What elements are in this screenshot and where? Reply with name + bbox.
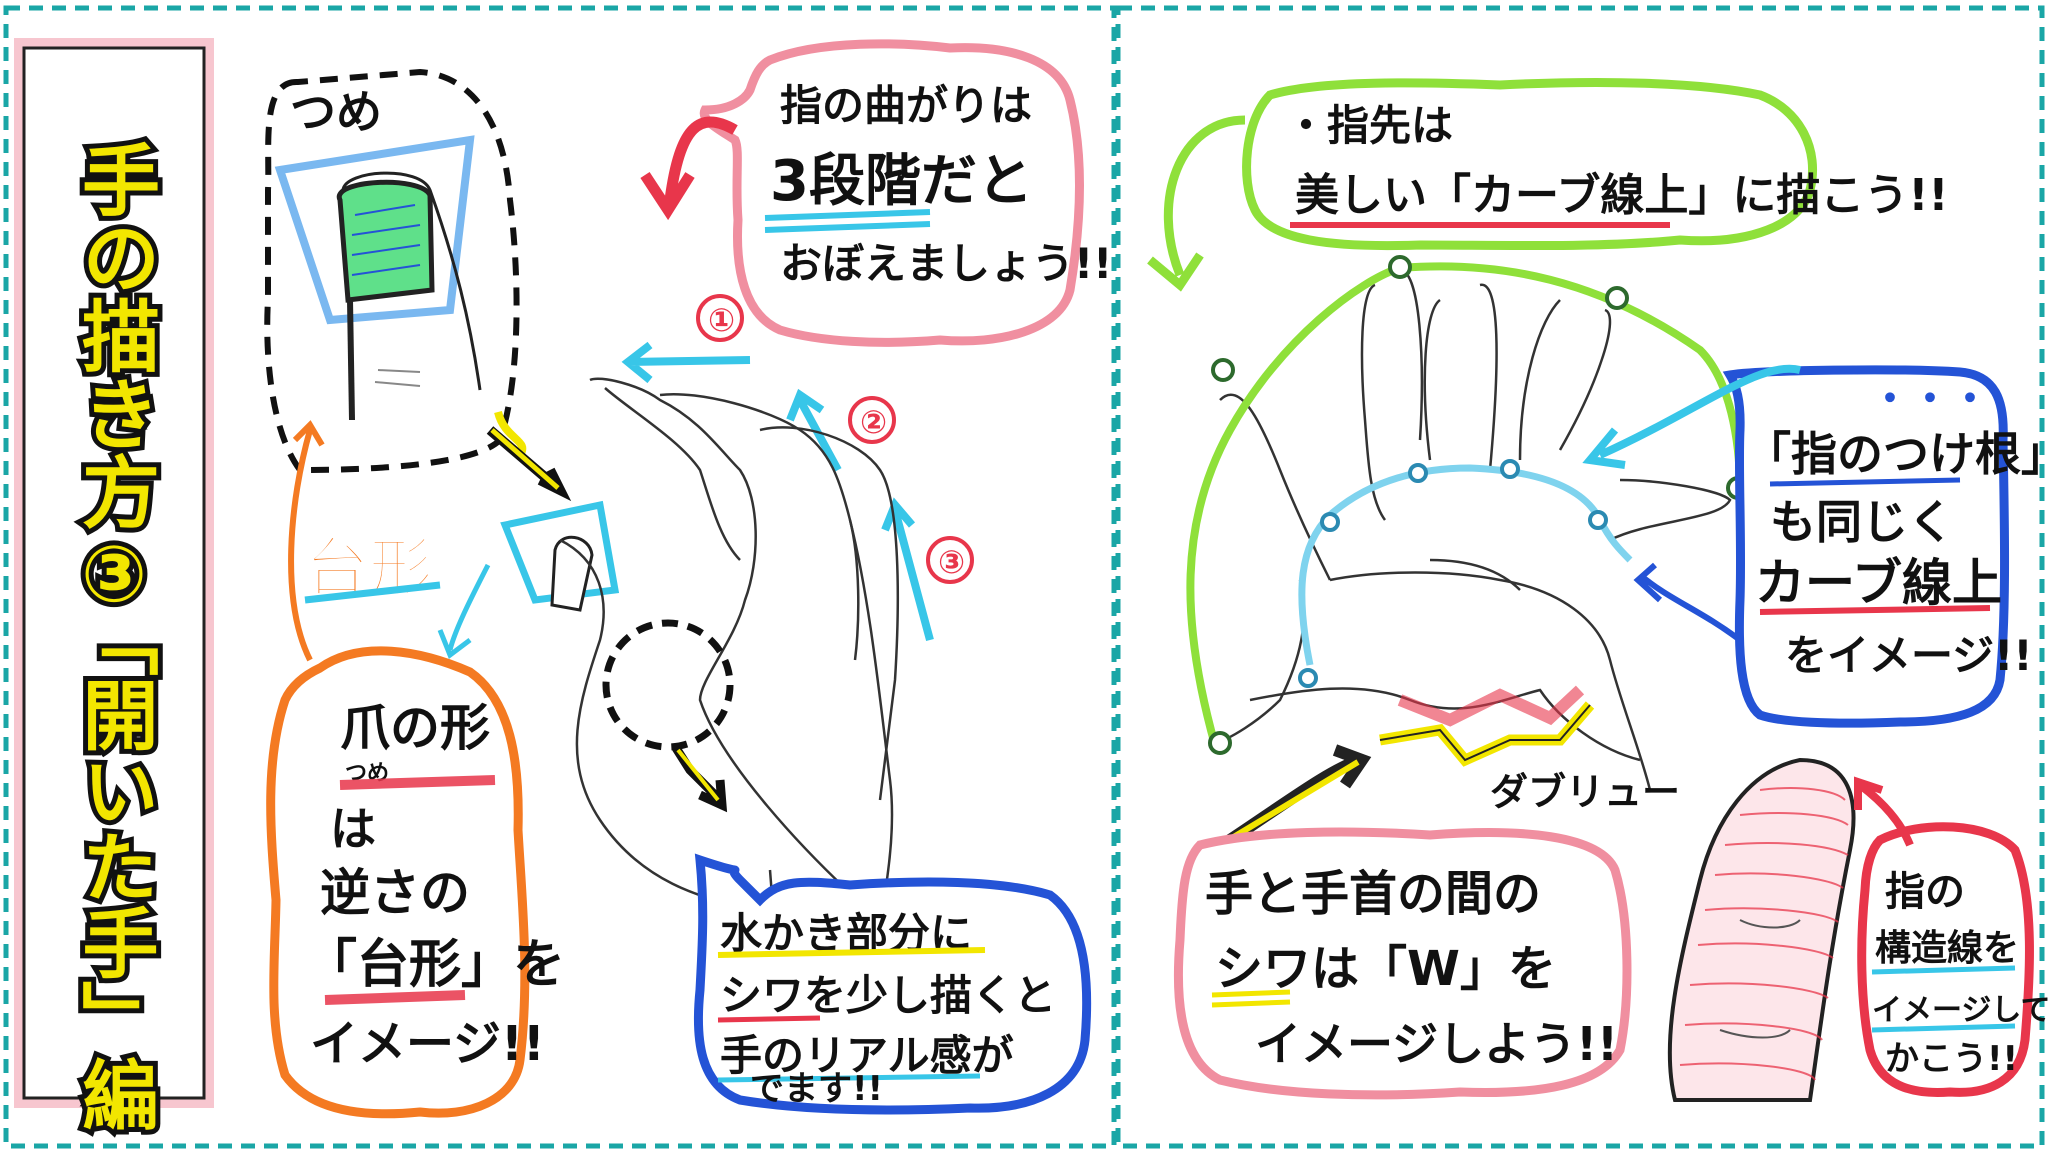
base-line3: カーブ線上 — [1755, 554, 2002, 612]
w-crease: ダブリュー — [1226, 701, 1680, 845]
step-2: ② — [860, 403, 887, 441]
fingertip-line2: 美しい「カーブ線上」に描こう!! — [1295, 170, 1949, 221]
base-note: ・・・ 「指のつけ根」 も同じく カーブ線上 をイメージ!! — [1722, 365, 2048, 728]
fingertip-note: ・指先は 美しい「カーブ線上」に描こう!! — [1242, 77, 1949, 251]
base-line4: をイメージ!! — [1785, 631, 2032, 680]
nail-shape-line3: 逆さの — [320, 864, 470, 922]
structure-line1: 指の — [1885, 869, 1965, 915]
web-line4: でます!! — [750, 1069, 883, 1109]
small-nail-diagram — [486, 410, 620, 612]
bend-line2: 3段階だと — [770, 149, 1033, 214]
nail-shape-note: 爪の形 つめ は 逆さの 「台形」を イメージ!! — [266, 646, 565, 1119]
structure-line3: イメージして — [1872, 993, 2048, 1028]
bend-steps: ① ② ③ — [621, 294, 974, 642]
finger-structure-sketch — [1667, 757, 1856, 1102]
wrist-line1: 手と手首の間の — [1205, 866, 1541, 922]
title-box: 手の描き方③ 「開いた手」編 — [14, 38, 214, 1137]
wrist-line2: シワは「W」を — [1215, 941, 1556, 997]
web-line2: シワを少し描くと — [720, 971, 1056, 1020]
nail-label: つめ — [290, 85, 382, 139]
wrist-line3: イメージしよう!! — [1255, 1017, 1618, 1071]
wrist-note: 手と手首の間の シワは「W」を イメージしよう!! — [1173, 827, 1632, 1100]
base-line2: も同じく — [1770, 495, 1954, 549]
red-arrow-to-structure — [1854, 776, 1914, 847]
nail-shape-line2: は — [330, 802, 376, 856]
structure-line2: 構造線を — [1875, 928, 2019, 969]
web-line3: 手のリアル感が — [720, 1031, 1014, 1080]
side-hand-sketch — [559, 377, 900, 1001]
bend-line3: おぼえましょう!! — [780, 239, 1112, 288]
nail-shape-line4: 「台形」を — [305, 935, 565, 995]
bend-line1: 指の曲がりは — [780, 81, 1032, 130]
base-line1: 「指のつけ根」 — [1745, 427, 2048, 481]
structure-line4: かこう!! — [1885, 1039, 2018, 1079]
fingertip-line1: ・指先は — [1285, 101, 1453, 150]
cyan-arrow-to-base — [1582, 364, 1801, 469]
title-sub: 「開いた手」編 — [70, 600, 159, 1132]
web-note: 水かき部分に シワを少し描くと 手のリアル感が でます!! — [693, 853, 1092, 1115]
open-hand-sketch — [1186, 255, 1750, 791]
trapezoid-annotation: 台形 — [288, 420, 491, 662]
right-panel-frame — [1115, 5, 2045, 1149]
panel-frames — [3, 5, 2045, 1149]
step-1: ① — [708, 301, 735, 339]
base-dots: ・・・ — [1870, 376, 1990, 422]
structure-note: 指の 構造線を イメージして かこう!! — [1857, 822, 2048, 1097]
red-curve-arrow — [640, 116, 738, 221]
webbing-highlight — [602, 619, 734, 813]
nail-shape-line1: 爪の形 — [340, 699, 490, 757]
nail-shape-line5: イメージ!! — [310, 1016, 545, 1072]
bend-note: 指の曲がりは 3段階だと おぼえましょう!! — [699, 39, 1112, 347]
step-3: ③ — [938, 543, 965, 581]
green-curve-arrow — [1147, 115, 1246, 292]
title-main: 手の描き方③ — [69, 140, 160, 620]
blue-arrow-to-base — [1633, 562, 1742, 643]
thumb-nail-diagram: つめ — [264, 68, 520, 474]
w-label: ダブリュー — [1490, 770, 1680, 814]
left-panel-frame — [3, 5, 1117, 1149]
